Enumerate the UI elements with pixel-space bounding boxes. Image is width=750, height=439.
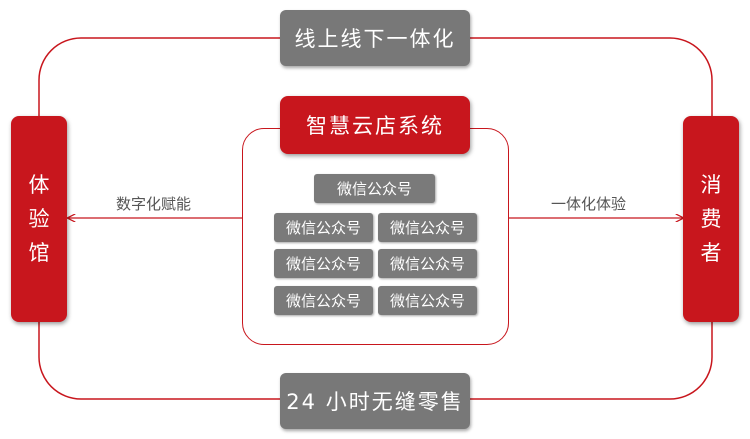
top-banner: 线上线下一体化	[280, 10, 470, 66]
left-node-char: 体	[28, 173, 50, 197]
left-node-char: 验	[28, 207, 50, 231]
left-node-experience-hall: 体 验 馆	[11, 116, 67, 322]
tile-label: 微信公众号	[389, 292, 465, 310]
core-title: 智慧云店系统	[306, 114, 444, 138]
tile-label: 微信公众号	[389, 255, 465, 273]
right-node-consumer: 消 费 者	[683, 116, 739, 322]
right-node-char: 费	[700, 207, 722, 231]
tile-label: 微信公众号	[285, 219, 361, 237]
tile: 微信公众号	[274, 213, 373, 242]
bottom-banner-label: 24 小时无缝零售	[286, 390, 464, 414]
left-arrow-label: 数字化赋能	[116, 195, 192, 213]
tile: 微信公众号	[378, 213, 477, 242]
left-node-char: 馆	[28, 241, 50, 265]
tile: 微信公众号	[378, 286, 477, 315]
tile-label: 微信公众号	[336, 180, 412, 198]
tile: 微信公众号	[378, 249, 477, 278]
top-banner-label: 线上线下一体化	[294, 27, 456, 51]
right-arrow-label: 一体化体验	[551, 195, 627, 213]
tile-label: 微信公众号	[285, 292, 361, 310]
tile-label: 微信公众号	[389, 219, 465, 237]
tile: 微信公众号	[274, 286, 373, 315]
right-node-char: 者	[700, 241, 722, 265]
tile-label: 微信公众号	[285, 255, 361, 273]
tile: 微信公众号	[314, 174, 435, 203]
bottom-banner: 24 小时无缝零售	[280, 373, 470, 429]
right-node-char: 消	[700, 173, 722, 197]
tile: 微信公众号	[274, 249, 373, 278]
core-title-banner: 智慧云店系统	[280, 96, 470, 154]
